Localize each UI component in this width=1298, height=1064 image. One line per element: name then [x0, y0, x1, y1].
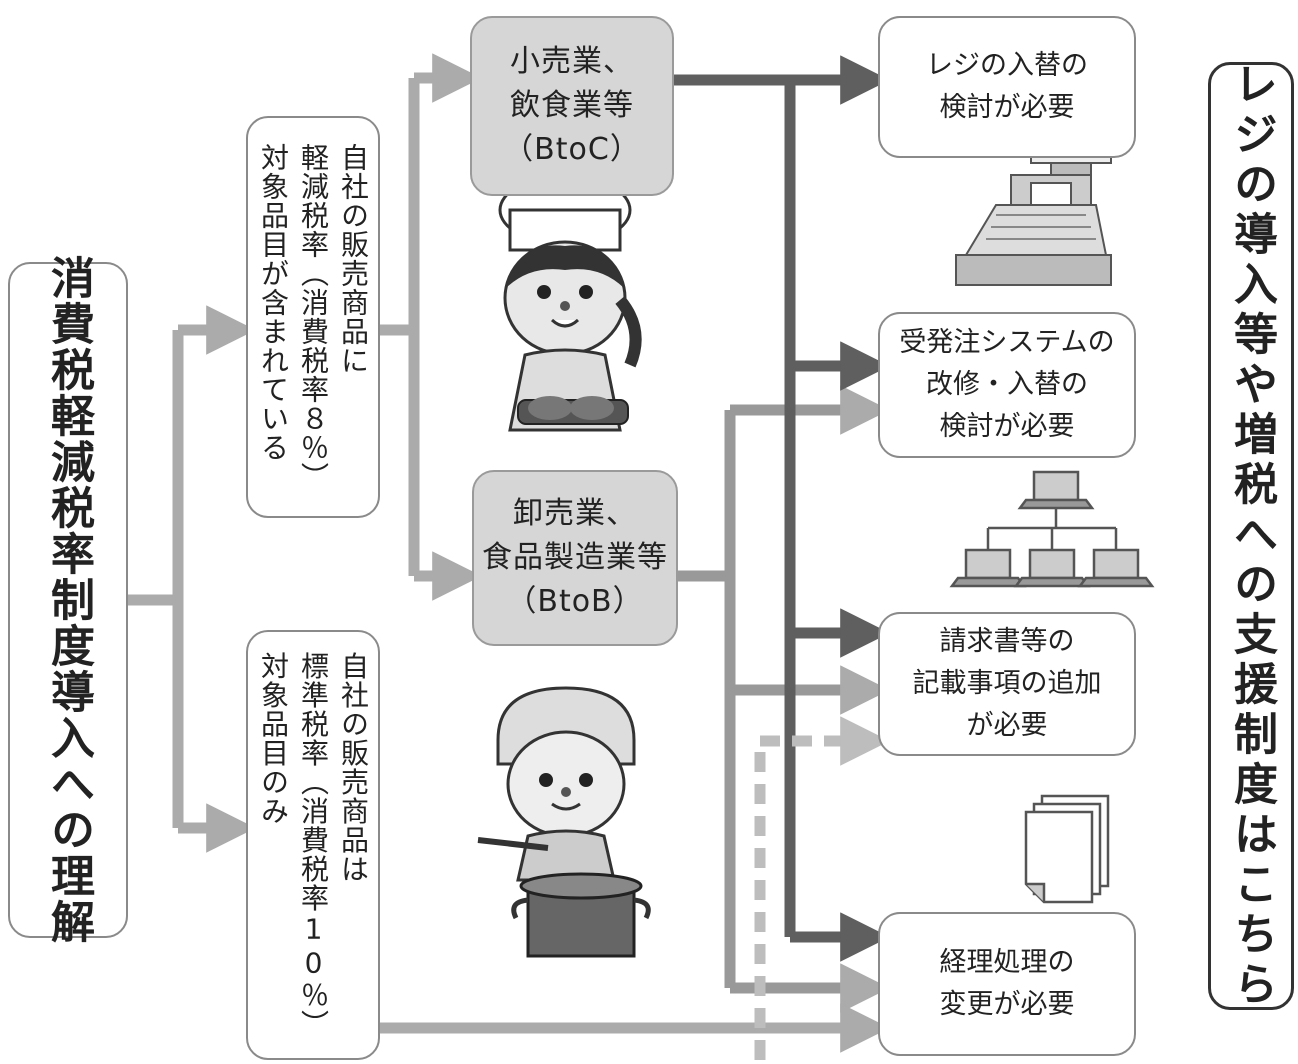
accounting-outcome-box: 経理処理の 変更が必要: [878, 912, 1136, 1056]
standard-line-2: 標準税率（消費税率10％）: [297, 651, 330, 1039]
invoice-outcome-box: 請求書等の 記載事項の追加 が必要: [878, 612, 1136, 756]
btoc-connectors: [674, 55, 890, 962]
root-box: 消費税軽減税率制度導入への理解: [8, 255, 128, 945]
ordering-line-3: 検討が必要: [939, 411, 1075, 442]
accounting-line-2: 変更が必要: [939, 989, 1075, 1020]
reduced-line-3: 対象品目が含まれている: [257, 143, 290, 462]
ordering-line-1: 受発注システムの: [899, 327, 1115, 358]
btoc-box: 小売業、 飲食業等 （BtoC）: [470, 16, 674, 196]
register-line-2: 検討が必要: [939, 92, 1075, 123]
standard-rate-box: 自社の販売商品は 標準税率（消費税率10％） 対象品目のみ: [246, 630, 380, 1060]
register-outcome-box: レジの入替の 検討が必要: [878, 16, 1136, 158]
btoc-text: 小売業、 飲食業等 （BtoC）: [472, 40, 672, 172]
support-system-label: レジの導入等や増税への支援制度はこちら: [1226, 61, 1277, 1011]
invoice-line-2: 記載事項の追加: [912, 668, 1102, 699]
standard-line-1: 自社の販売商品は: [337, 651, 370, 884]
btob-line-1: 卸売業、: [513, 496, 637, 531]
support-system-link[interactable]: レジの導入等や増税への支援制度はこちら: [1208, 61, 1294, 1011]
chef-illustration: [498, 174, 642, 432]
btoc-line-1: 小売業、: [510, 44, 634, 79]
cook-illustration: [477, 686, 651, 958]
network-icon: [949, 470, 1155, 588]
btob-connectors: [678, 385, 890, 1013]
btoc-line-2: 飲食業等: [510, 88, 634, 123]
ordering-outcome-text: 受発注システムの 改修・入替の 検討が必要: [880, 322, 1134, 448]
accounting-line-1: 経理処理の: [939, 947, 1075, 978]
root-connectors: [128, 305, 256, 853]
btob-line-3: （BtoB）: [506, 584, 644, 619]
btoc-line-3: （BtoC）: [503, 132, 641, 167]
btob-line-2: 食品製造業等: [482, 540, 668, 575]
root-label: 消費税軽減税率制度導入への理解: [43, 255, 94, 945]
btob-box: 卸売業、 食品製造業等 （BtoB）: [472, 470, 678, 646]
standard-rate-text: 自社の販売商品は 標準税率（消費税率10％） 対象品目のみ: [253, 652, 373, 1039]
dashed-connector: [754, 716, 890, 1060]
reduced-rate-text: 自社の販売商品に 軽減税率（消費税率８％） 対象品目が含まれている: [253, 143, 373, 491]
invoice-outcome-text: 請求書等の 記載事項の追加 が必要: [880, 621, 1134, 747]
standard-line-3: 対象品目のみ: [257, 651, 290, 826]
reduced-rate-box: 自社の販売商品に 軽減税率（消費税率８％） 対象品目が含まれている: [246, 116, 380, 518]
reduced-line-2: 軽減税率（消費税率８％）: [297, 143, 330, 491]
ordering-line-2: 改修・入替の: [926, 369, 1088, 400]
reduced-line-1: 自社の販売商品に: [337, 143, 370, 375]
documents-icon: [1024, 794, 1110, 904]
register-line-1: レジの入替の: [926, 50, 1088, 81]
btob-text: 卸売業、 食品製造業等 （BtoB）: [474, 492, 676, 624]
reduced-connectors: [380, 53, 482, 601]
register-outcome-text: レジの入替の 検討が必要: [880, 45, 1134, 129]
ordering-outcome-box: 受発注システムの 改修・入替の 検討が必要: [878, 312, 1136, 458]
invoice-line-1: 請求書等の: [939, 626, 1075, 657]
invoice-line-3: が必要: [966, 710, 1048, 741]
accounting-outcome-text: 経理処理の 変更が必要: [880, 942, 1134, 1026]
